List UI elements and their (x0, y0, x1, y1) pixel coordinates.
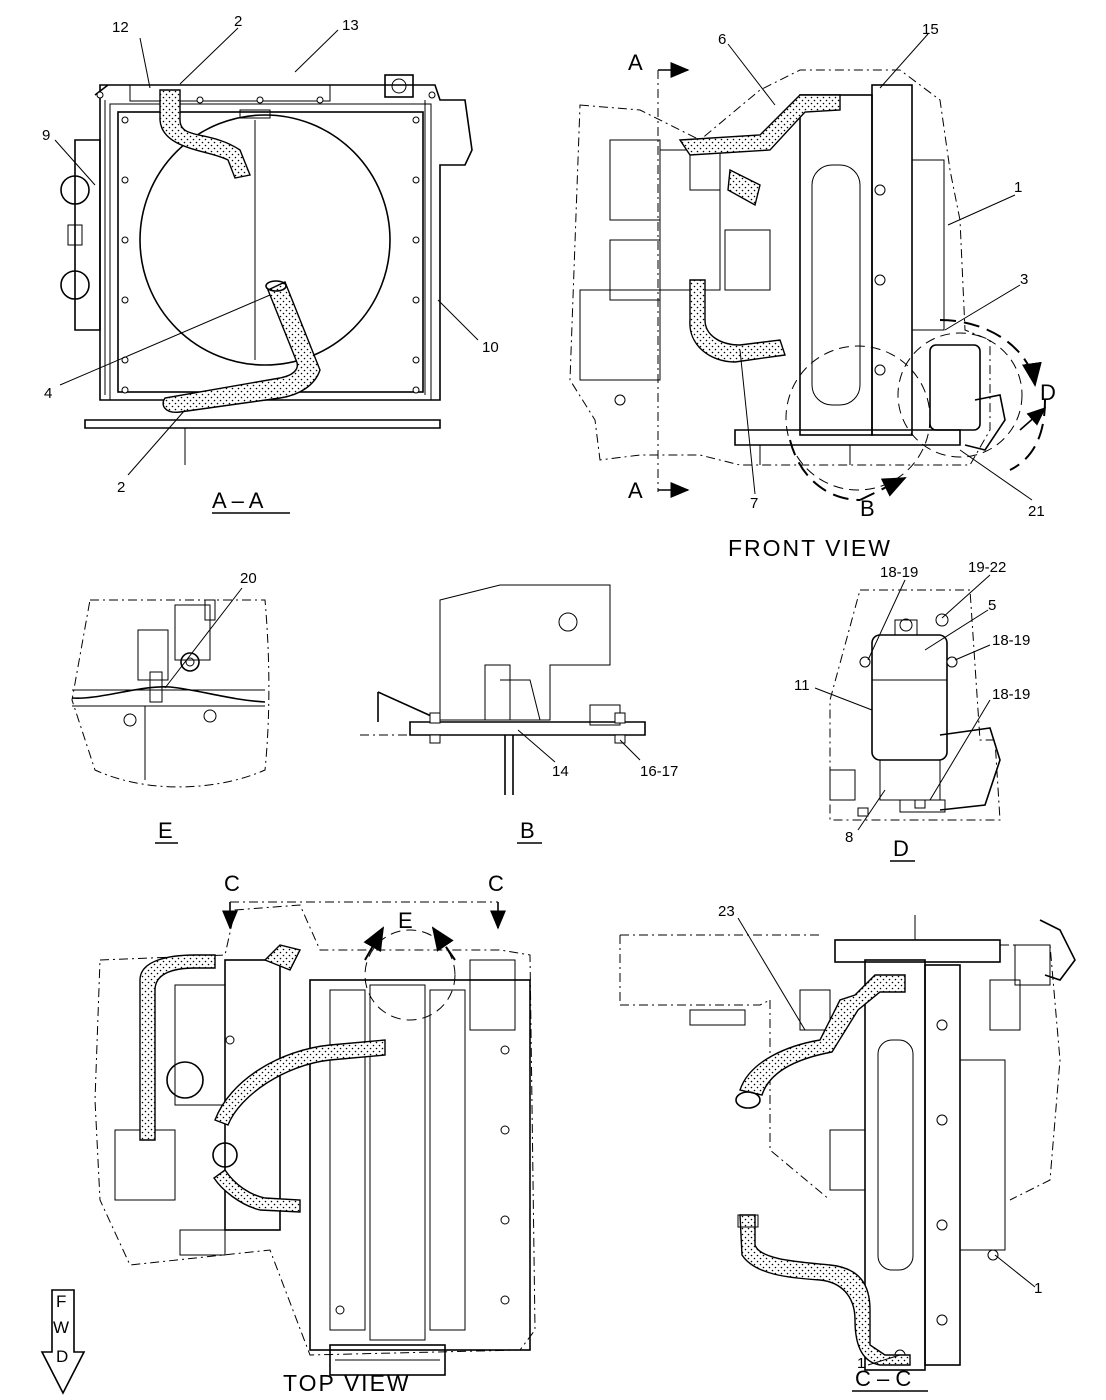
callout-14: 14 (552, 763, 569, 780)
view-title-front: FRONT VIEW (728, 535, 892, 561)
callout-12: 12 (112, 19, 129, 36)
detail-b-drawing (360, 584, 646, 795)
fwd-letter-w: W (53, 1318, 69, 1337)
callout-16-17: 16-17 (640, 763, 678, 780)
callout-1-cc-bottom: 1 (857, 1355, 865, 1372)
callout-5: 5 (988, 597, 996, 614)
callout-11: 11 (794, 677, 810, 694)
view-aa-drawing (60, 74, 473, 465)
callout-23: 23 (718, 903, 735, 920)
callout-1-cc-right: 1 (1034, 1280, 1042, 1297)
top-view-drawing (94, 901, 536, 1376)
fwd-letter-f: F (56, 1292, 66, 1311)
detail-mark-e: E (398, 908, 413, 933)
callout-13: 13 (342, 17, 359, 34)
detail-e-leader (164, 587, 243, 689)
detail-d-drawing (829, 589, 1001, 821)
callout-4: 4 (44, 385, 52, 402)
callout-2-top: 2 (234, 13, 242, 30)
view-title-top: TOP VIEW (283, 1370, 411, 1396)
callout-15: 15 (922, 21, 939, 38)
section-mark-c-right: C (488, 871, 504, 896)
forward-direction-arrow: F W D (40, 1289, 86, 1395)
view-title-d: D (893, 836, 909, 861)
callout-9: 9 (42, 127, 50, 144)
callout-20: 20 (240, 570, 257, 587)
fwd-letter-d: D (56, 1347, 68, 1366)
callout-19-22: 19-22 (968, 559, 1006, 576)
detail-d-leaders (814, 574, 991, 831)
detail-mark-d: D (1040, 380, 1056, 405)
section-mark-a-top: A (628, 50, 643, 75)
front-view-drawing (569, 62, 1047, 501)
section-mark-a-bottom: A (628, 478, 643, 503)
view-cc-leaders (737, 917, 1036, 1366)
view-title-b: B (520, 818, 535, 843)
front-view-leaders (727, 33, 1033, 501)
callout-3: 3 (1020, 271, 1028, 288)
view-aa-leaders (54, 27, 479, 476)
callout-10: 10 (482, 339, 499, 356)
callout-18-19-b: 18-19 (992, 632, 1030, 649)
detail-b-leaders (517, 729, 641, 763)
callout-6: 6 (718, 31, 726, 48)
view-title-e: E (158, 818, 173, 843)
detail-e-drawing (71, 599, 270, 788)
callout-18-19-a: 18-19 (880, 564, 918, 581)
view-title-cc: C – C (855, 1366, 911, 1391)
callout-2-bottom: 2 (117, 479, 125, 496)
callout-8: 8 (845, 829, 853, 846)
view-cc-drawing (619, 915, 1076, 1371)
view-title-aa: A – A (212, 488, 264, 513)
callout-1-front: 1 (1014, 179, 1022, 196)
callout-18-19-c: 18-19 (992, 686, 1030, 703)
section-mark-c-left: C (224, 871, 240, 896)
detail-mark-b: B (860, 496, 875, 521)
callout-7: 7 (750, 495, 758, 512)
callout-21: 21 (1028, 503, 1045, 520)
